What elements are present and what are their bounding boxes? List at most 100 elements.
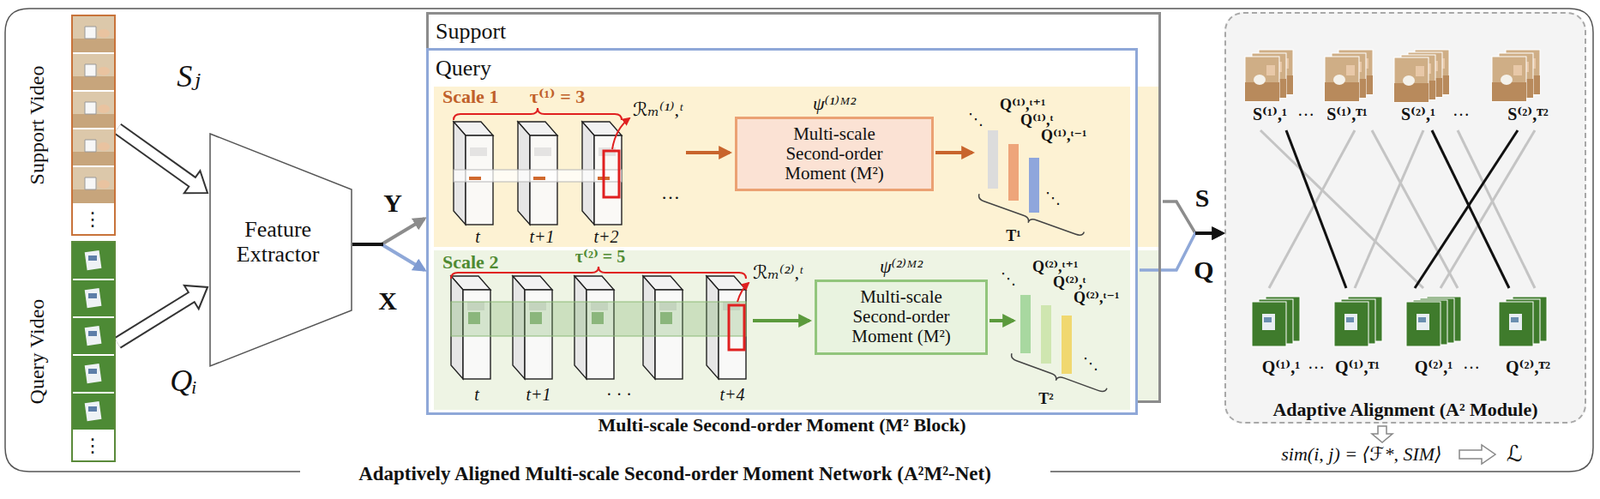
arrow-shaft bbox=[117, 295, 194, 343]
window-brace bbox=[451, 266, 746, 279]
clip-label: Q⁽¹⁾,¹ bbox=[1262, 357, 1300, 377]
moment-box: ψ⁽²⁾ᴹ²Multi-scale Second-order Moment (M… bbox=[814, 279, 988, 355]
block-label: Multi-scale Second-order Moment (M²) bbox=[836, 287, 966, 347]
feature-bar bbox=[1040, 305, 1052, 364]
length-label: T² bbox=[1038, 390, 1053, 409]
ellipsis: … bbox=[661, 182, 680, 204]
window-brace bbox=[453, 108, 622, 121]
ellipsis: · · · bbox=[606, 384, 632, 404]
edge-label: Sⱼ bbox=[176, 60, 201, 95]
clip-label: S⁽¹⁾,¹ bbox=[1252, 104, 1288, 124]
strip-heading: Support Video bbox=[25, 66, 49, 186]
hollow-arrow bbox=[1459, 445, 1496, 464]
region-arrow bbox=[612, 118, 630, 150]
video-frame bbox=[72, 280, 115, 317]
feature-arrow bbox=[354, 218, 425, 245]
ellipsis: ⋱ bbox=[1045, 190, 1061, 208]
feature-arrow bbox=[354, 244, 425, 271]
ellipsis: … bbox=[1462, 353, 1480, 373]
outer-frame bbox=[5, 8, 1594, 472]
video-frame bbox=[72, 54, 115, 91]
clip-label: Q⁽¹⁾,ᵀ¹ bbox=[1335, 357, 1380, 377]
hollow-arrow bbox=[117, 285, 208, 343]
feature-bar bbox=[987, 130, 999, 189]
flow-arrow bbox=[989, 318, 1014, 323]
clip-label: Q⁽²⁾,¹ bbox=[1414, 357, 1453, 377]
slab-mark bbox=[469, 176, 482, 181]
similarity-formula: sim(i, j) = ⟨ℱ*, SIM⟩ bbox=[1281, 444, 1442, 465]
region-arrow bbox=[737, 282, 749, 302]
strip-heading: Query Video bbox=[25, 299, 49, 405]
clip-label: S⁽²⁾,ᵀ² bbox=[1507, 104, 1549, 124]
moment-box: ψ⁽¹⁾ᴹ²Multi-scale Second-order Moment (M… bbox=[734, 116, 934, 192]
video-frame bbox=[72, 355, 115, 392]
video-frame bbox=[72, 393, 115, 430]
temporal-slab bbox=[451, 301, 746, 337]
operator-symbol: ψ⁽²⁾ᴹ² bbox=[879, 256, 923, 277]
figure-caption: Adaptively Aligned Multi-scale Second-or… bbox=[351, 463, 999, 485]
length-brace bbox=[1008, 353, 1107, 398]
video-frame bbox=[72, 167, 115, 204]
window-size: τ⁽²⁾ = 5 bbox=[575, 246, 626, 266]
time-index: t bbox=[475, 227, 481, 247]
feature-label: Q⁽¹⁾,ᵗ bbox=[1020, 112, 1053, 130]
clip-label: S⁽²⁾,¹ bbox=[1401, 104, 1436, 124]
edge-label: Q bbox=[1193, 255, 1214, 284]
edge-label: Y bbox=[383, 188, 403, 217]
feature-bar bbox=[1028, 157, 1040, 213]
scale2-cubes bbox=[451, 266, 1107, 398]
feature-label: Q⁽¹⁾,ᵗ⁺¹ bbox=[999, 96, 1046, 115]
time-index: t bbox=[474, 384, 480, 404]
ellipsis: … bbox=[1307, 353, 1325, 373]
region-symbol: ℛₘ⁽¹⁾,ᵗ bbox=[632, 99, 683, 121]
video-frame bbox=[72, 318, 115, 355]
loss-symbol: ℒ bbox=[1506, 442, 1523, 468]
feature-label: Q⁽¹⁾,ᵗ⁻¹ bbox=[1040, 127, 1087, 145]
feature-bar bbox=[1020, 294, 1031, 354]
edge-label: X bbox=[378, 286, 397, 315]
slab-mark bbox=[533, 176, 546, 181]
operator-symbol: ψ⁽¹⁾ᴹ² bbox=[812, 93, 856, 115]
panel-heading: Support bbox=[435, 19, 506, 45]
feature-label: Q⁽²⁾,ᵗ⁻¹ bbox=[1073, 289, 1119, 307]
region-box bbox=[603, 150, 620, 198]
ellipsis: ⋱ bbox=[1000, 270, 1017, 289]
time-index: t+1 bbox=[525, 384, 551, 404]
ellipsis: ⋱ bbox=[1082, 355, 1099, 373]
block-title: Multi-scale Second-order Moment (M² Bloc… bbox=[598, 415, 967, 436]
merge-line bbox=[1195, 231, 1215, 235]
connector-line bbox=[354, 218, 425, 245]
hollow-arrow bbox=[117, 128, 208, 193]
block-label: Feature Extractor bbox=[213, 218, 343, 268]
module-heading: Adaptive Alignment (A² Module) bbox=[1272, 399, 1538, 421]
video-frame bbox=[72, 129, 115, 166]
video-frame bbox=[72, 16, 115, 53]
window-size: τ⁽¹⁾ = 3 bbox=[529, 86, 585, 108]
arrow-shaft bbox=[117, 128, 195, 184]
connector-line bbox=[354, 244, 425, 271]
hollow-arrow bbox=[1371, 426, 1393, 443]
support-scale-band bbox=[428, 86, 1159, 247]
feature-label: Q⁽²⁾,ᵗ⁺¹ bbox=[1032, 258, 1078, 277]
support-thumbnails bbox=[1245, 49, 1540, 103]
ellipsis: ⋱ bbox=[968, 111, 984, 129]
flow-arrow bbox=[752, 318, 810, 323]
query-video-frames bbox=[72, 242, 115, 430]
region-symbol: ℛₘ⁽²⁾,ᵗ bbox=[752, 262, 803, 283]
output-arrow bbox=[1162, 201, 1223, 234]
slab-mark bbox=[529, 312, 542, 325]
length-label: T¹ bbox=[1005, 228, 1021, 246]
panel-heading: Query bbox=[435, 56, 492, 82]
block-label: Multi-scale Second-order Moment (M²) bbox=[769, 124, 899, 184]
slab-mark bbox=[468, 312, 481, 325]
feature-bar bbox=[1061, 315, 1072, 374]
flow-arrow bbox=[685, 150, 730, 155]
time-index: t+2 bbox=[593, 227, 619, 247]
trapezoid-outline bbox=[210, 133, 352, 367]
region-box bbox=[728, 305, 745, 350]
feature-label: Q⁽²⁾,ᵗ bbox=[1052, 274, 1086, 292]
flow-arrow bbox=[935, 150, 973, 155]
scale1-cubes bbox=[453, 108, 1084, 242]
edge-label: Qᵢ bbox=[169, 364, 198, 399]
video-frame bbox=[72, 91, 115, 128]
